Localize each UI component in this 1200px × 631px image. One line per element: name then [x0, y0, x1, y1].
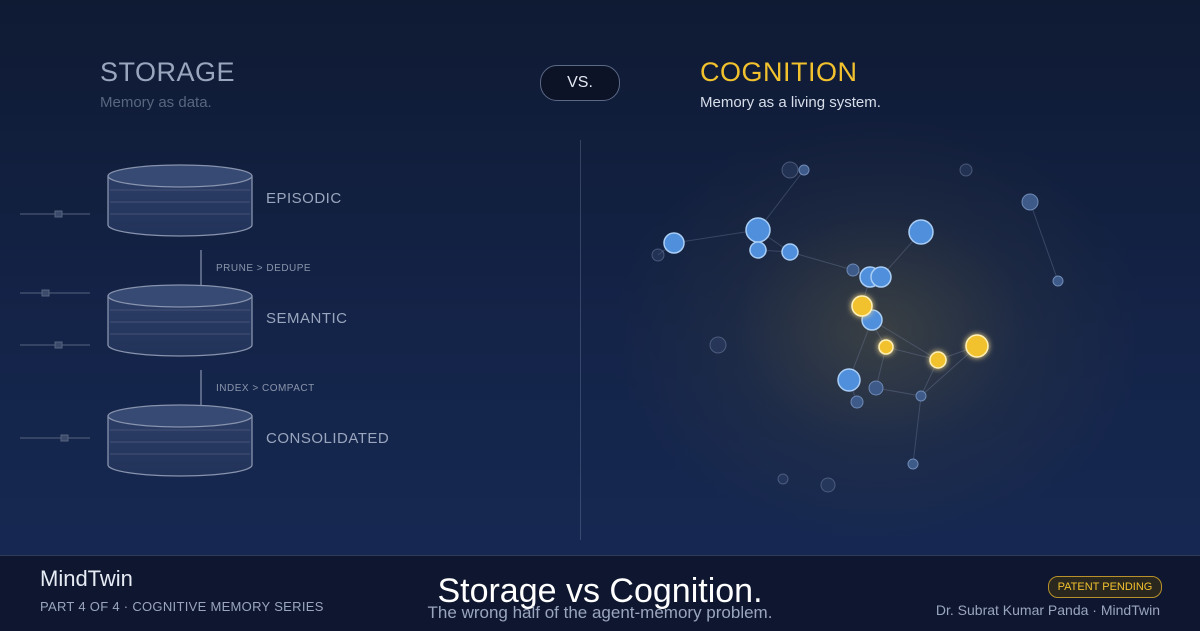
network-nodes-gold	[851, 295, 989, 369]
step-2-to: COMPACT	[261, 383, 315, 394]
cognition-title: COGNITION	[700, 57, 858, 87]
storage-title: STORAGE	[100, 57, 236, 87]
semantic-cylinder	[107, 284, 253, 357]
cognition-network	[651, 161, 1064, 493]
footer-bar	[0, 555, 1200, 631]
consolidated-cylinder	[107, 404, 253, 477]
layer-label-episodic: EPISODIC	[266, 190, 342, 207]
layer-label-consolidated: CONSOLIDATED	[266, 430, 390, 447]
cognition-glow	[620, 120, 1140, 540]
series-label: PART 4 OF 4 · COGNITIVE MEMORY SERIES	[40, 599, 324, 614]
network-nodes-dim	[798, 164, 1064, 470]
storage-subtitle: Memory as data.	[100, 94, 212, 111]
network-edges	[657, 169, 1059, 465]
episodic-cylinder	[107, 164, 253, 237]
vs-badge: VS.	[540, 65, 620, 101]
step-2-from: INDEX	[216, 383, 250, 394]
layer-label-semantic: SEMANTIC	[266, 310, 348, 327]
step-label-2: INDEX > COMPACT	[216, 383, 315, 394]
main-subtitle: The wrong half of the agent-memory probl…	[427, 603, 773, 622]
step-label-1: PRUNE > DEDUPE	[216, 263, 311, 274]
network-nodes-faint	[651, 161, 973, 493]
step-2-arrow: >	[252, 383, 259, 394]
storage-diagram	[20, 164, 253, 477]
side-connectors	[20, 210, 90, 442]
center-divider	[580, 140, 581, 540]
patent-pending-badge: PATENT PENDING	[1048, 576, 1162, 598]
brand-name: MindTwin	[40, 566, 133, 591]
author-credit: Dr. Subrat Kumar Panda · MindTwin	[935, 602, 1160, 618]
network-nodes-blue	[663, 217, 934, 392]
step-1-to: DEDUPE	[266, 263, 312, 274]
step-1-arrow: >	[256, 263, 264, 274]
step-1-from: PRUNE	[216, 263, 254, 274]
cognition-subtitle: Memory as a living system.	[700, 94, 881, 111]
main-title: Storage vs Cognition.	[437, 572, 763, 610]
